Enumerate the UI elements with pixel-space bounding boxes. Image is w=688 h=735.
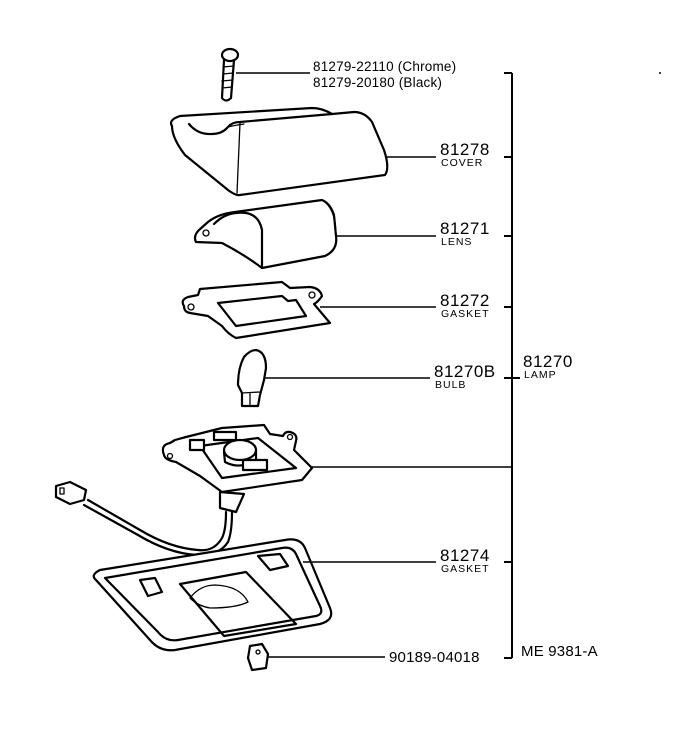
screw-part-number-black: 81279-20180 (Black) (313, 75, 443, 90)
gasket-upper-drawing (181, 280, 332, 340)
gasket-lower-part-number: 81274 (440, 546, 490, 565)
screw-drawing (220, 47, 240, 102)
cover-part-number: 81278 (440, 140, 490, 159)
screw-part-number-chrome: 81279-22110 (Chrome) (313, 59, 457, 74)
gasket-upper-part-name: GASKET (441, 308, 490, 320)
clip-nut-drawing (246, 642, 270, 672)
leader-lines (236, 72, 512, 658)
gasket-lower-part-name: GASKET (441, 563, 490, 575)
lens-part-number: 81271 (440, 219, 490, 238)
assembly-bracket (504, 72, 520, 659)
lamp-part-number: 81270 (523, 352, 573, 371)
base-plate-drawing (92, 538, 333, 652)
reference-code: ME 9381-A (521, 643, 598, 660)
bulb-part-number: 81270B (434, 362, 496, 381)
lens-drawing (193, 198, 338, 270)
wire-connector-drawing (54, 480, 234, 557)
lamp-part-name: LAMP (524, 369, 557, 381)
gasket-upper-part-number: 81272 (440, 291, 490, 310)
bulb-part-name: BULB (435, 379, 467, 391)
lamp-housing-drawing (161, 423, 314, 514)
bulb-drawing (236, 348, 268, 408)
cover-drawing (169, 106, 389, 197)
lens-part-name: LENS (441, 236, 473, 248)
clip-nut-part-number: 90189-04018 (389, 649, 480, 666)
cover-part-name: COVER (441, 157, 484, 169)
